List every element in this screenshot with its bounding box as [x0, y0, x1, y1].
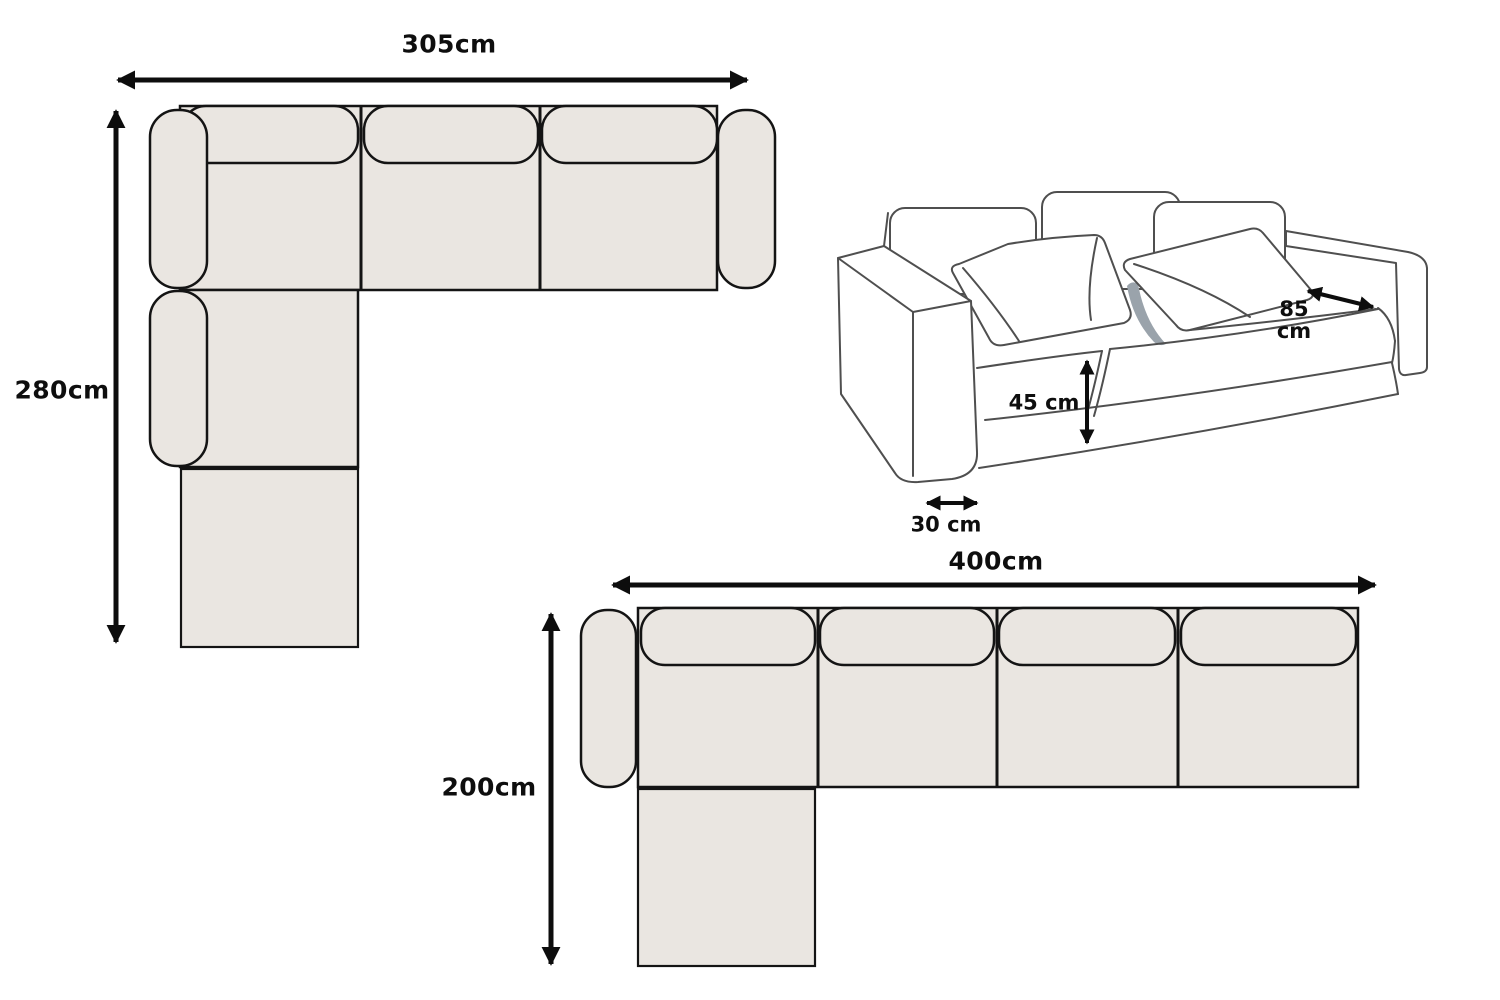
- seat-back-edge: [1189, 308, 1377, 331]
- left-arm-edge: [912, 300, 972, 313]
- armrest-pill: [148, 108, 209, 290]
- base-right-corner: [1391, 362, 1399, 395]
- pillow-fold-line: [1133, 263, 1251, 318]
- sketch-pillow: [950, 234, 1132, 347]
- left-arm-back-join: [883, 212, 889, 247]
- back-cushion: [180, 104, 360, 165]
- back-cushion: [540, 104, 719, 165]
- back-cushion: [818, 606, 996, 667]
- base-bottom-line: [978, 393, 1399, 469]
- top-plan-depth-label: 280cm: [14, 375, 110, 405]
- dimension-arrows: [106, 70, 1377, 966]
- seat-height-label: 45 cm: [1008, 390, 1080, 415]
- seat-front-edge: [1109, 308, 1379, 350]
- ottoman: [179, 467, 360, 649]
- arm-width-label: 30 cm: [910, 512, 982, 537]
- armrest-pill: [716, 108, 777, 290]
- seat-depth-unit: cm: [1276, 319, 1312, 343]
- seat-corner-tuck: [1377, 307, 1396, 342]
- back-cushion: [362, 104, 540, 165]
- pillow-fold-line: [962, 267, 1020, 342]
- armrest-pill: [579, 608, 638, 789]
- bottom-plan-depth-label: 200cm: [441, 772, 537, 802]
- back-cushion: [639, 606, 817, 667]
- sofa-sketch: [837, 191, 1428, 484]
- pillow-fold-line: [1088, 237, 1098, 321]
- seat-depth-label: 85 cm: [1277, 298, 1311, 342]
- sketch-right-arm: [1285, 230, 1428, 377]
- ottoman: [636, 787, 817, 968]
- seat-seam: [1093, 348, 1111, 417]
- base-right-edge: [1391, 340, 1396, 364]
- top-plan-width-label: 305cm: [401, 29, 497, 59]
- chaise-back-pill: [148, 289, 209, 468]
- seat-depth-arrow: [1306, 286, 1375, 312]
- top-plan-sofa: [148, 104, 777, 649]
- seat-seam: [976, 350, 1103, 369]
- base-top-line: [984, 361, 1393, 421]
- back-cushion: [1179, 606, 1358, 667]
- chaise-seat: [178, 288, 360, 469]
- pillow-shadow: [1127, 282, 1166, 346]
- bottom-plan-sofa: [579, 606, 1360, 968]
- sketch-left-arm: [837, 245, 979, 484]
- seat-depth-value: 85: [1279, 296, 1309, 321]
- back-cushion: [997, 606, 1177, 667]
- bottom-plan-width-label: 400cm: [948, 546, 1044, 576]
